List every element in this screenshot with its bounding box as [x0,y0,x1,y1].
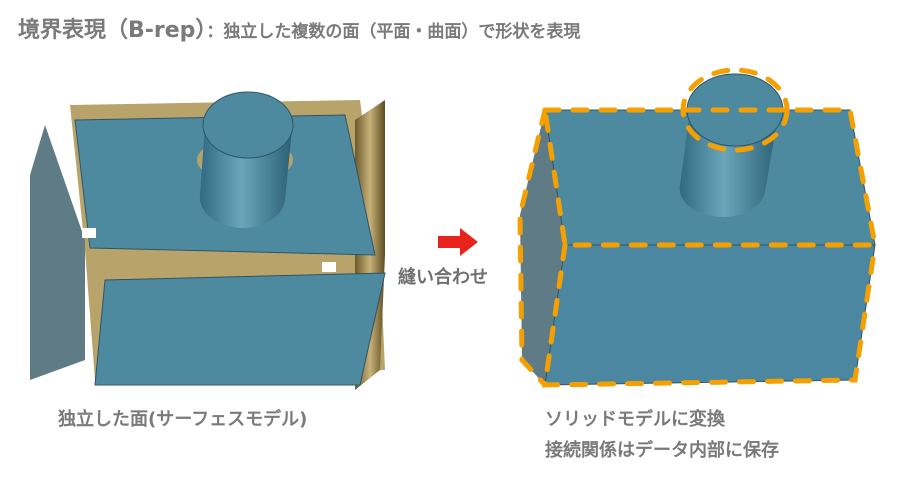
right-caption-line1: ソリッドモデルに変換 [545,409,725,430]
right-caption-line2: 接続関係はデータ内部に保存 [545,440,779,461]
arrow-label: 縫い合わせ [398,267,488,288]
surface-model [30,91,386,390]
left-caption: 独立した面(サーフェスモデル) [58,409,308,430]
front-face [544,244,876,386]
cylinder-top [202,91,294,159]
title-main: 境界表現（B-rep） [18,18,207,43]
gap-hole [82,228,96,238]
front-face [94,272,386,386]
seam-marks [517,67,879,388]
title-sub: ：独立した複数の面（平面・曲面）で形状を表現 [206,22,581,42]
solid-model [517,67,879,388]
arrow-icon [438,228,478,256]
page-title: 境界表現（B-rep）：独立した複数の面（平面・曲面）で形状を表現 [18,12,580,44]
gap-hole [322,262,336,272]
left-panel [30,125,85,380]
